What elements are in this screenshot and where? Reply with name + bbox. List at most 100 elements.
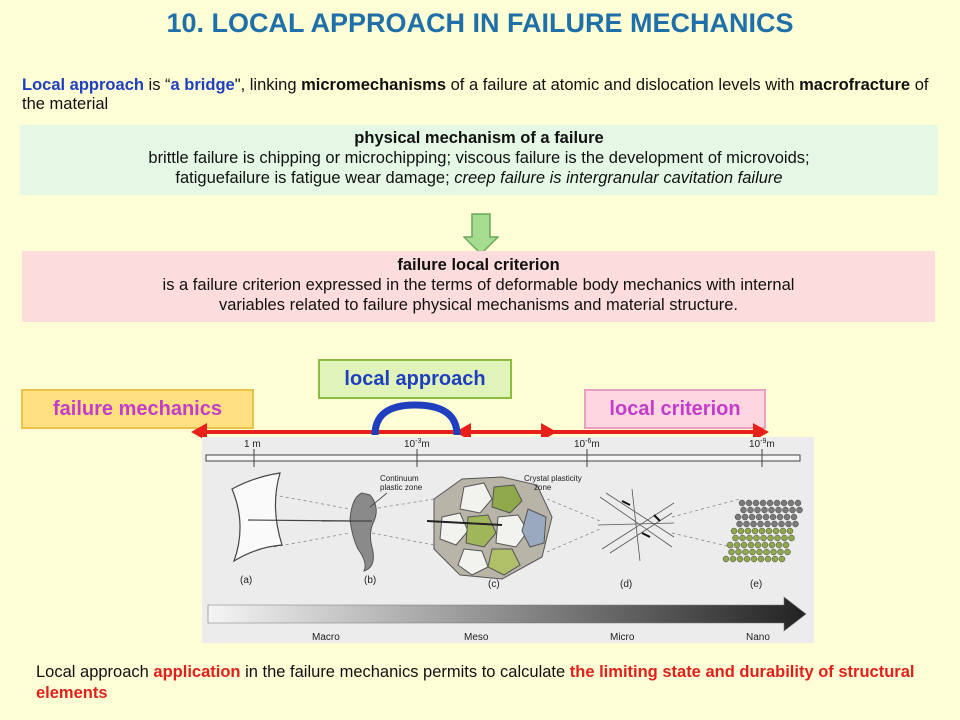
atom [732,534,739,542]
scale-figure-svg: 1 m 10-3m 10-6m 10-9m Continuum plastic … [205,438,807,643]
tick-label-1m: 1 m [244,439,261,450]
atom [784,548,791,556]
level-nano: Nano [746,632,770,643]
atom [771,520,778,528]
atom [796,506,803,514]
local-criterion-label: local criterion [584,389,766,429]
atom [744,527,752,535]
atom [728,548,735,556]
atom [761,506,768,514]
footer-text-2: in the failure mechanics permits to calc… [240,663,570,681]
atom [768,541,776,549]
tick-label-1e-3-exp: -3 [415,438,421,445]
intro-paragraph: Local approach is “a bridge", linking mi… [22,76,942,114]
atom [768,506,775,514]
intro-text-4: of the material [22,76,929,113]
zoom-lines [273,494,741,553]
atom [760,534,767,542]
atom [782,506,789,514]
plastic-zone-icon [349,492,377,572]
atom [792,520,799,528]
dislocation-lines-icon [597,488,675,562]
atom [762,513,770,521]
atom [779,527,787,535]
page-title: 10. LOCAL APPROACH IN FAILURE MECHANICS [166,8,794,38]
tick-label-1e-6-base: 10 [574,439,586,450]
panel-label-b: (b) [364,575,376,586]
atom [757,555,765,563]
atom [743,520,750,528]
scale-ruler [205,454,801,462]
criterion-line-1: is a failure criterion expressed in the … [162,276,795,294]
length-scale-figure: 1 m 10-3m 10-6m 10-9m Continuum plastic … [202,437,814,643]
criterion-heading: failure local criterion [397,256,560,274]
atom [774,534,781,542]
atom [769,513,777,521]
atom [734,513,742,521]
atom [775,506,782,514]
tick-label-1e-3-unit: m [421,439,429,450]
atom [787,499,795,507]
grain-structure-icon [426,476,553,580]
bridge-arc [371,401,461,436]
svg-text:10-6m: 10-6m [574,438,600,450]
atom [736,520,743,528]
atom [767,534,774,542]
atom [749,548,756,556]
atom [763,548,770,556]
atom [778,555,786,563]
atom [754,541,762,549]
atom [780,499,788,507]
atom [726,541,734,549]
scale-arrows [191,401,769,441]
footer-term-application: application [153,663,241,681]
atom [759,499,767,507]
atom [788,534,795,542]
level-macro: Macro [312,632,340,643]
crystal-annotation-2: zone [534,483,552,492]
atom [740,506,747,514]
atom [748,513,756,521]
intro-text-1: is “ [143,76,171,94]
footer-text-1: Local approach [36,663,154,681]
mechanism-line-2b: creep failure is intergranular cavitatio… [454,169,783,187]
tick-label-1e-6-unit: m [591,439,599,450]
atom [735,548,742,556]
atom [747,541,755,549]
atom [733,541,741,549]
level-meso: Meso [464,632,489,643]
atom [765,527,773,535]
atom [736,555,744,563]
atom [794,499,802,507]
atom [776,513,784,521]
atom [741,513,749,521]
atom [738,499,746,507]
atom [790,513,798,521]
atom [772,527,780,535]
panel-label-e: (e) [750,579,762,590]
atom [756,548,763,556]
atom [758,527,766,535]
intro-text-3: of a failure at atomic and dislocation l… [446,76,800,94]
atom [750,555,758,563]
footer-paragraph: Local approach application in the failur… [36,662,936,704]
atom [737,527,745,535]
criterion-line-2: variables related to failure physical me… [218,296,739,314]
atom [722,555,730,563]
atom [742,548,749,556]
atom [754,506,761,514]
intro-term-macrofracture: macrofracture [799,76,911,94]
atom [775,541,783,549]
atom [752,499,760,507]
svg-text:10-3m: 10-3m [404,438,430,450]
crystal-annotation-1: Crystal plasticity [524,474,582,483]
mechanism-box: physical mechanism of a failure brittle … [20,125,938,195]
atom [764,555,772,563]
atom [750,520,757,528]
atom [730,527,738,535]
atom [789,506,796,514]
panel-label-c: (c) [488,579,500,590]
atom [770,548,777,556]
local-approach-label: local approach [318,359,512,399]
atom [771,555,779,563]
